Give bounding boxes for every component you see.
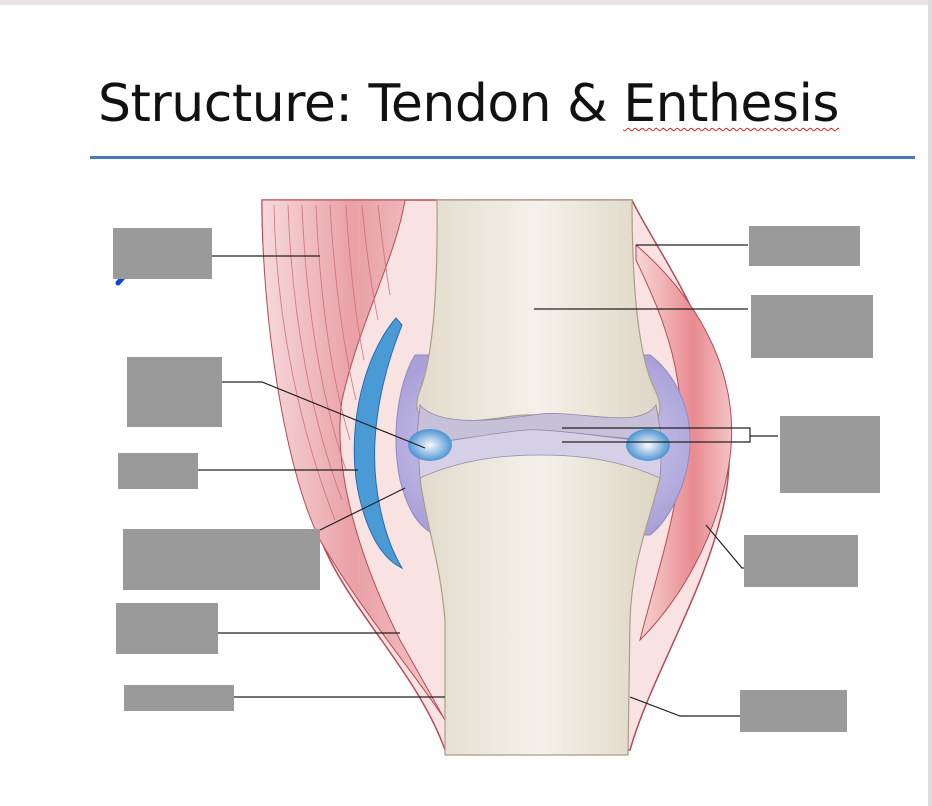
hidden-label-box-7: [749, 226, 860, 266]
hidden-label-box-4: [123, 529, 320, 590]
hidden-label-box-1: [113, 228, 212, 279]
muscle-fibers: [273, 204, 391, 521]
right-cartilage-glow: [626, 429, 670, 461]
title-underline-rule: [90, 156, 915, 159]
hidden-label-box-3: [118, 453, 198, 489]
hidden-label-box-5: [116, 603, 218, 654]
slide-title: Structure: Tendon & Enthesis: [98, 74, 839, 134]
hidden-label-box-2: [127, 357, 222, 427]
window-right-edge: [928, 0, 932, 806]
hidden-label-box-6: [124, 685, 234, 711]
hidden-label-box-11: [740, 690, 847, 732]
upper-bone: [416, 199, 661, 426]
hidden-label-box-9: [780, 416, 880, 493]
left-cartilage-glow: [408, 429, 452, 461]
hidden-label-box-10: [744, 535, 858, 587]
window-top-strip: [0, 0, 932, 5]
leader-lines: [198, 244, 778, 717]
hidden-label-box-8: [751, 295, 873, 358]
bursa: [353, 317, 404, 570]
title-misspelled-word: Enthesis: [623, 74, 839, 134]
title-prefix: Structure: Tendon &: [98, 74, 624, 134]
lower-bone: [419, 451, 661, 756]
